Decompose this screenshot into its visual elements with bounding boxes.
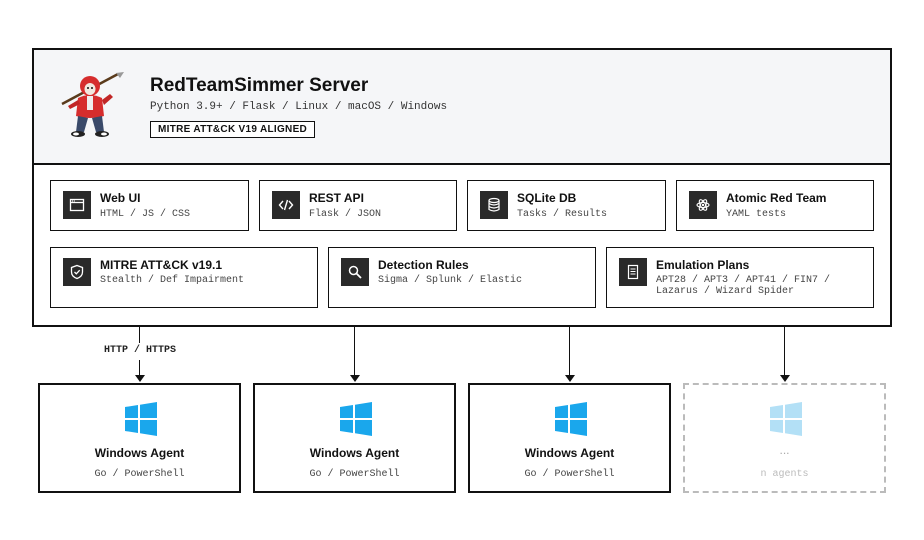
component-mitre-attack: MITRE ATT&CK v19.1 Stealth / Def Impairm… [50, 247, 318, 308]
agent-subtitle: Go / PowerShell [94, 469, 185, 480]
agent-box: Windows Agent Go / PowerShell [253, 383, 456, 493]
component-subtitle: Sigma / Splunk / Elastic [378, 275, 523, 286]
server-box: RedTeamSimmer Server Python 3.9+ / Flask… [32, 48, 892, 327]
agent-subtitle: Go / PowerShell [524, 469, 615, 480]
arrow-down-icon [780, 375, 790, 382]
document-icon [619, 258, 647, 286]
connector-line [354, 325, 355, 376]
connector-line [569, 325, 570, 376]
agent-subtitle: n agents [760, 469, 809, 480]
component-subtitle: HTML / JS / CSS [100, 209, 191, 220]
arrow-down-icon [350, 375, 360, 382]
window-icon [63, 191, 91, 219]
agent-title: Windows Agent [309, 446, 400, 460]
code-icon [272, 191, 300, 219]
windows-logo-icon [770, 402, 802, 436]
agent-box: Windows Agent Go / PowerShell [38, 383, 241, 493]
arrow-down-icon [135, 375, 145, 382]
component-web-ui: Web UI HTML / JS / CSS [50, 180, 249, 231]
component-title: REST API [309, 191, 364, 205]
connector-line [784, 325, 785, 376]
server-subtitle: Python 3.9+ / Flask / Linux / macOS / Wi… [150, 101, 448, 113]
windows-logo-icon [340, 402, 372, 436]
arrow-down-icon [565, 375, 575, 382]
agent-title: Windows Agent [94, 446, 185, 460]
search-icon [341, 258, 369, 286]
windows-logo-icon [555, 402, 587, 436]
component-emulation-plans: Emulation Plans APT28 / APT3 / APT41 / F… [606, 247, 874, 308]
connector-line [139, 360, 140, 376]
connection-label: HTTP / HTTPS [104, 345, 177, 356]
component-subtitle: APT28 / APT3 / APT41 / FIN7 / Lazarus / … [656, 275, 831, 297]
component-sqlite-db: SQLite DB Tasks / Results [467, 180, 666, 231]
agent-subtitle: Go / PowerShell [309, 469, 400, 480]
component-subtitle: YAML tests [726, 209, 787, 220]
component-title: Atomic Red Team [726, 191, 827, 205]
mitre-badge: MITRE ATT&CK V19 ALIGNED [150, 121, 316, 138]
database-icon [480, 191, 508, 219]
agent-box: Windows Agent Go / PowerShell [468, 383, 671, 493]
connector-line [139, 325, 140, 343]
agent-placeholder-box: ... n agents [683, 383, 886, 493]
component-title: SQLite DB [517, 191, 577, 205]
red-team-mascot-icon [61, 72, 124, 137]
component-title: Web UI [100, 191, 141, 205]
component-title: MITRE ATT&CK v19.1 [100, 258, 223, 272]
server-header: RedTeamSimmer Server Python 3.9+ / Flask… [34, 50, 890, 165]
component-subtitle: Flask / JSON [309, 209, 382, 220]
component-title: Emulation Plans [656, 258, 750, 272]
agent-title: Windows Agent [524, 446, 615, 460]
windows-logo-icon [125, 402, 157, 436]
server-title: RedTeamSimmer Server [150, 75, 369, 96]
component-detection-rules: Detection Rules Sigma / Splunk / Elastic [328, 247, 596, 308]
component-subtitle: Tasks / Results [517, 209, 608, 220]
component-atomic-red-team: Atomic Red Team YAML tests [676, 180, 874, 231]
component-subtitle: Stealth / Def Impairment [100, 275, 245, 286]
component-rest-api: REST API Flask / JSON [259, 180, 457, 231]
atom-icon [689, 191, 717, 219]
shield-check-icon [63, 258, 91, 286]
component-title: Detection Rules [378, 258, 469, 272]
agent-title: ... [779, 443, 790, 457]
